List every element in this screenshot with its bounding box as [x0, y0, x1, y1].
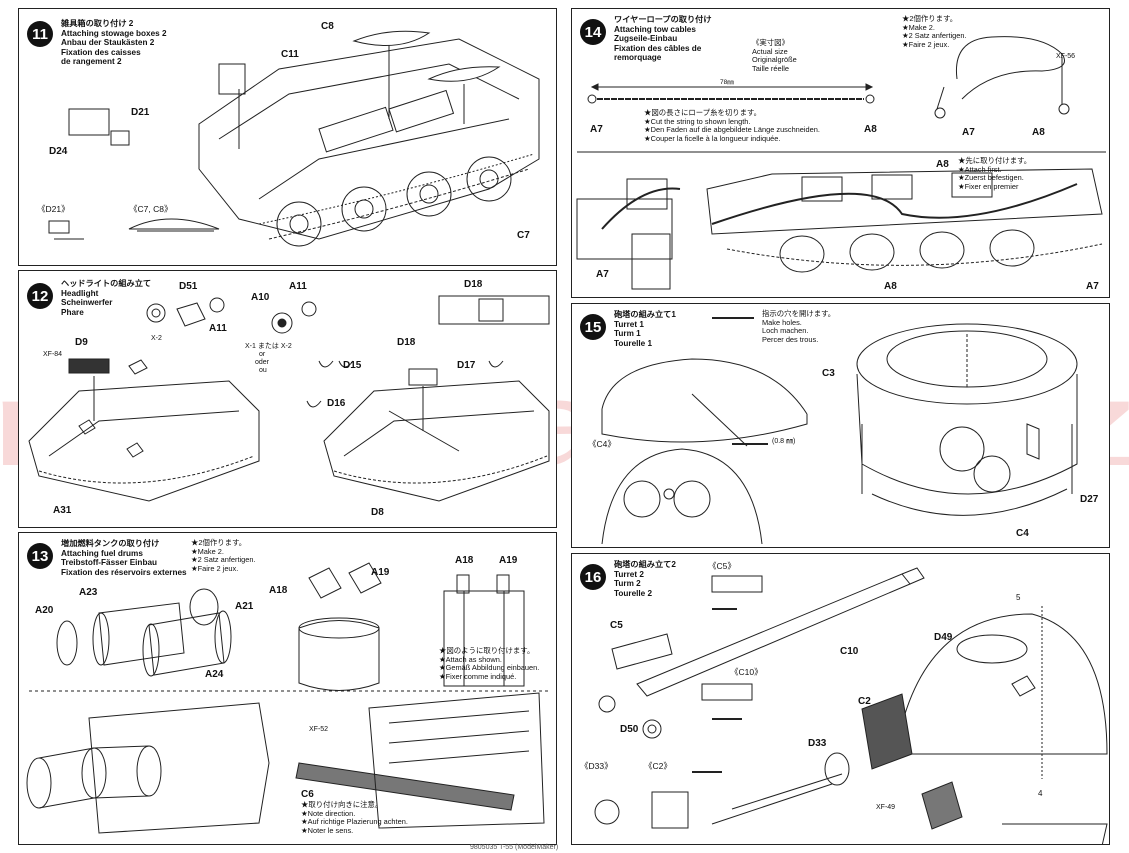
part-label-c5: C5 — [610, 620, 623, 631]
part-label-a7: A7 — [590, 124, 603, 135]
step-number: 15 — [580, 314, 606, 340]
turret-1-drawing — [601, 317, 1078, 545]
part-label-c11: C11 — [281, 49, 299, 60]
part-label-c3: C3 — [822, 368, 835, 379]
cut-string-note: ★図の長さにロープ糸を切ります。★Cut the string to shown… — [644, 108, 820, 143]
part-label-a11-b: A11 — [289, 281, 307, 292]
part-label-a8-c: A8 — [936, 159, 949, 170]
paint-x2: X-2 — [151, 335, 162, 342]
paint-xf56: XF-56 — [1056, 53, 1076, 60]
part-label-a24: A24 — [205, 669, 224, 680]
part-label-d16: D16 — [327, 398, 346, 409]
step-number: 11 — [27, 21, 53, 47]
make-two-note: ★2個作ります。★Make 2.★2 Satz anfertigen.★Fair… — [902, 14, 967, 49]
part-label-a31: A31 — [53, 505, 72, 516]
drill-size: (0.8 ㎜) — [772, 438, 796, 445]
fuel-drum-drawing — [26, 562, 549, 834]
part-label-c2: C2 — [858, 696, 871, 707]
part-label-c8: C8 — [321, 21, 334, 32]
length-dimension: 78㎜ — [720, 79, 734, 86]
sequence-five: 5 — [1016, 593, 1021, 602]
part-label-d18: D18 — [397, 337, 416, 348]
part-label-a8-d: A8 — [884, 281, 897, 292]
detail-label-d21: 《D21》 — [37, 204, 70, 214]
part-label-d15: D15 — [343, 360, 362, 371]
tow-cable-drawing — [576, 36, 1106, 290]
step-number: 14 — [580, 19, 606, 45]
part-label-d24: D24 — [49, 146, 68, 157]
paint-option: X-1 または X-2 or oder ou — [245, 343, 292, 374]
detail-label-c7-c8: 《C7, C8》 — [129, 204, 173, 214]
make-holes-note: 指示の穴を開けます。Make holes.Loch machen.Percer … — [762, 309, 836, 344]
part-label-d50: D50 — [620, 724, 639, 735]
detail-label-c4: 《C4》 — [588, 439, 616, 449]
page-footer: 9805035 T-55 (ModelMaker) — [470, 844, 559, 851]
step-number: 12 — [27, 283, 53, 309]
attach-as-shown-note: ★図のように取り付けます。★Attach as shown.★Gemäß Abb… — [439, 646, 540, 681]
part-label-d21: D21 — [131, 107, 150, 118]
detail-label-c2: 《C2》 — [644, 761, 672, 771]
part-label-a8: A8 — [864, 124, 877, 135]
turret-2-drawing — [594, 567, 1108, 844]
part-label-d18-top: D18 — [464, 279, 483, 290]
part-label-d27: D27 — [1080, 494, 1099, 505]
part-label-a7-d: A7 — [1086, 281, 1099, 292]
part-label-a10: A10 — [251, 292, 270, 303]
part-label-a18: A18 — [269, 585, 288, 596]
note-direction: ★取り付け向きに注意。★Note direction.★Auf richtige… — [301, 800, 408, 835]
part-label-d17: D17 — [457, 360, 476, 371]
part-label-a8-b: A8 — [1032, 127, 1045, 138]
part-label-a23: A23 — [79, 587, 98, 598]
part-label-d9: D9 — [75, 337, 88, 348]
tank-hull-rear-drawing — [48, 30, 540, 247]
part-label-a18-b: A18 — [455, 555, 474, 566]
paint-xf49: XF-49 — [876, 804, 896, 811]
part-label-c6: C6 — [301, 789, 314, 800]
step-number: 16 — [580, 564, 606, 590]
part-label-d8: D8 — [371, 507, 384, 518]
part-label-d33: D33 — [808, 738, 827, 749]
detail-label-c10: 《C10》 — [730, 667, 763, 677]
part-label-a19: A19 — [371, 567, 390, 578]
step-number: 13 — [27, 543, 53, 569]
detail-label-d33: 《D33》 — [580, 761, 613, 771]
part-label-c7: C7 — [517, 230, 530, 241]
part-label-a7-c: A7 — [596, 269, 609, 280]
part-label-c10: C10 — [840, 646, 859, 657]
attach-first-note: ★先に取り付けます。★Attach first.★Zuerst befestig… — [958, 156, 1032, 191]
part-label-d49: D49 — [934, 632, 953, 643]
detail-label-c5: 《C5》 — [708, 561, 736, 571]
headlight-drawing — [28, 295, 550, 502]
part-label-a19-b: A19 — [499, 555, 518, 566]
paint-xf52: XF-52 — [309, 726, 329, 733]
part-label-a11: A11 — [209, 323, 227, 334]
part-label-a21: A21 — [235, 601, 254, 612]
part-label-a20: A20 — [35, 605, 54, 616]
part-label-c4: C4 — [1016, 528, 1029, 539]
part-label-a7-b: A7 — [962, 127, 975, 138]
paint-xf84: XF-84 — [43, 351, 63, 358]
part-label-d51: D51 — [179, 281, 198, 292]
make-two-note: ★2個作ります。★Make 2.★2 Satz anfertigen.★Fair… — [191, 538, 256, 573]
sequence-four: 4 — [1038, 789, 1043, 798]
